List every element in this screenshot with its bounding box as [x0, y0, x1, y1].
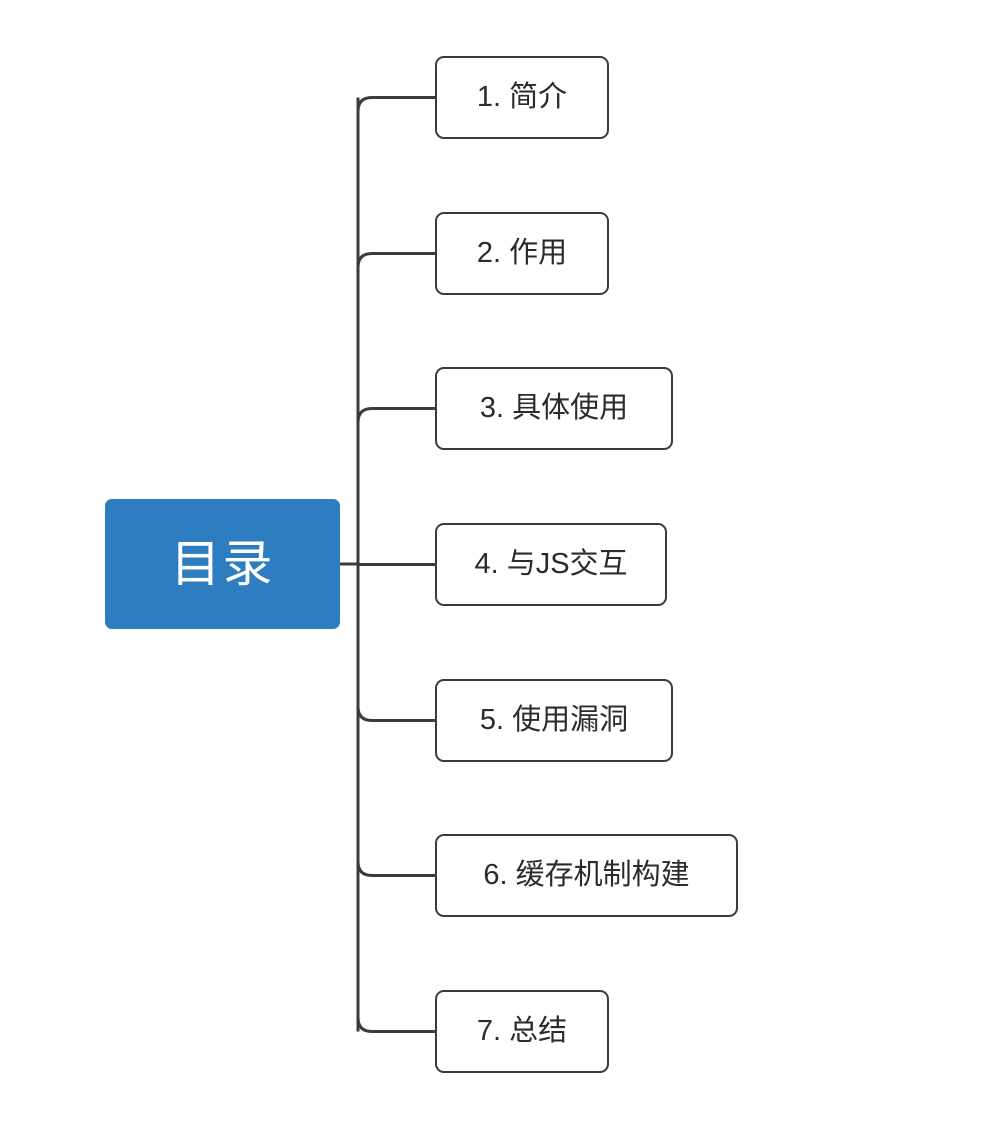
- branch-node-5[interactable]: 5. 使用漏洞: [435, 679, 673, 762]
- root-node[interactable]: 目录: [105, 499, 340, 629]
- branch-node-7[interactable]: 7. 总结: [435, 990, 609, 1073]
- branch-node-1-label: 1. 简介: [476, 81, 568, 113]
- branch-node-4[interactable]: 4. 与JS交互: [435, 523, 667, 606]
- branch-node-5-label: 5. 使用漏洞: [479, 704, 629, 736]
- root-node-label: 目录: [170, 536, 275, 592]
- branch-node-4-label: 4. 与JS交互: [474, 548, 628, 580]
- branch-node-2-label: 2. 作用: [476, 237, 568, 269]
- branch-node-3-label: 3. 具体使用: [479, 392, 629, 424]
- branch-node-1[interactable]: 1. 简介: [435, 56, 609, 139]
- branch-node-7-label: 7. 总结: [476, 1015, 568, 1047]
- branch-node-6-label: 6. 缓存机制构建: [483, 859, 690, 891]
- branch-node-2[interactable]: 2. 作用: [435, 212, 609, 295]
- branch-node-3[interactable]: 3. 具体使用: [435, 367, 673, 450]
- branch-node-6[interactable]: 6. 缓存机制构建: [435, 834, 738, 917]
